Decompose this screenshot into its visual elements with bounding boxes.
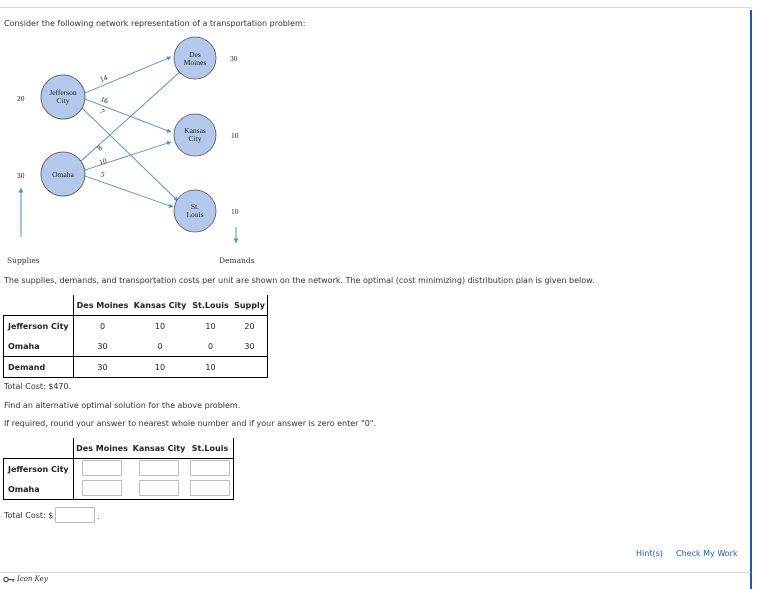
row-label-demand: Demand — [3, 356, 73, 378]
arc-om-kc — [84, 141, 172, 171]
table-cell — [232, 356, 268, 378]
table-cell: 0 — [157, 341, 163, 351]
svg-text:Kansas: Kansas — [184, 126, 206, 135]
table-cell: 30 — [72, 356, 132, 378]
col-header-kansas-city: Kansas City — [133, 300, 187, 310]
table-cell: 10 — [205, 321, 216, 331]
cost-om-sl: 5 — [99, 169, 106, 179]
optimal-plan-table: Des Moines Kansas City St.Louis Supply J… — [3, 295, 268, 378]
arc-jc-dm — [84, 56, 172, 94]
right-accent-bar — [750, 10, 752, 589]
hints-link[interactable]: Hint(s) — [636, 549, 663, 558]
node-des-moines: Des Moines — [173, 36, 217, 80]
svg-text:City: City — [189, 134, 202, 143]
svg-text:Moines: Moines — [184, 58, 207, 67]
col-header-des-moines: Des Moines — [72, 295, 132, 316]
col-header-supply: Supply — [232, 295, 268, 316]
svg-text:Omaha: Omaha — [52, 170, 74, 179]
cost-jc-dm: 14 — [98, 73, 109, 84]
svg-text:St.: St. — [191, 202, 199, 211]
col-header-st-louis: St.Louis — [192, 300, 229, 310]
intro-text: Consider the following network represent… — [4, 19, 306, 28]
table-cell: 20 — [232, 315, 268, 336]
table-cell: 30 — [72, 336, 132, 357]
demand-des-moines: 30 — [230, 54, 238, 63]
arc-om-dm — [79, 69, 183, 163]
bottom-divider — [0, 572, 751, 573]
col-header-des-moines: Des Moines — [72, 438, 131, 459]
network-arcs — [79, 56, 183, 208]
col-header-st-louis: St.Louis — [187, 438, 234, 459]
find-text: Find an alternative optimal solution for… — [4, 401, 241, 410]
node-omaha: Omaha — [40, 151, 86, 197]
jefferson-city-des-moines-input[interactable] — [82, 460, 122, 476]
row-label-omaha: Omaha — [3, 336, 73, 357]
icon-key-label: Icon Key — [17, 575, 48, 583]
cost-jc-sl: 7 — [98, 107, 107, 116]
total-cost-text: Total Cost: $470. — [4, 382, 72, 391]
total-cost-period: . — [97, 512, 100, 521]
svg-text:City: City — [57, 96, 70, 105]
node-st-louis: St. Louis — [173, 189, 217, 233]
svg-text:Des: Des — [189, 50, 201, 59]
icon-key[interactable]: Icon Key — [3, 575, 48, 583]
node-jefferson-city: Jefferson City — [40, 74, 86, 120]
supply-omaha: 30 — [17, 171, 25, 180]
alternative-solution-table: Des Moines Kansas City St.Louis Jefferso… — [3, 438, 234, 500]
total-cost-input-label: Total Cost: $ — [4, 511, 54, 520]
round-instruction-text: If required, round your answer to neares… — [4, 419, 376, 428]
cost-om-dm: 8 — [95, 143, 104, 152]
table-cell: 30 — [232, 336, 268, 357]
supplies-label: Supplies — [7, 256, 40, 265]
demands-label: Demands — [219, 256, 255, 265]
arc-jc-sl — [80, 106, 179, 202]
svg-text:Jefferson: Jefferson — [49, 88, 77, 97]
total-cost-input[interactable] — [55, 507, 95, 523]
description-text: The supplies, demands, and transportatio… — [4, 276, 595, 285]
table-cell: 10 — [205, 362, 216, 372]
supply-jefferson-city: 20 — [17, 94, 25, 103]
arc-jc-kc — [84, 98, 172, 133]
svg-text:Louis: Louis — [186, 210, 203, 219]
jefferson-city-st-louis-input[interactable] — [190, 460, 230, 476]
cost-jc-kc: 16 — [99, 94, 109, 105]
omaha-des-moines-input[interactable] — [82, 480, 122, 496]
row-label-jefferson-city: Jefferson City — [3, 315, 73, 336]
check-my-work-link[interactable]: Check My Work — [676, 549, 738, 558]
jefferson-city-kansas-city-input[interactable] — [139, 460, 179, 476]
omaha-st-louis-input[interactable] — [190, 480, 230, 496]
table-cell: 0 — [207, 341, 214, 351]
arc-om-sl — [84, 175, 174, 208]
demand-kansas-city: 10 — [231, 131, 239, 140]
demand-st-louis: 10 — [231, 207, 239, 216]
cost-om-kc: 10 — [98, 156, 108, 167]
network-diagram: 14 16 7 8 10 5 Jefferson City Omaha Des … — [17, 36, 239, 244]
table-cell: 0 — [72, 315, 132, 336]
col-header-kansas-city: Kansas City — [132, 443, 186, 453]
table-cell: 10 — [154, 321, 166, 331]
omaha-kansas-city-input[interactable] — [139, 480, 179, 496]
row-label-omaha: Omaha — [3, 479, 73, 500]
row-label-jefferson-city: Jefferson City — [3, 458, 73, 479]
top-divider — [0, 7, 751, 8]
table-cell: 10 — [154, 362, 166, 372]
node-kansas-city: Kansas City — [173, 113, 217, 157]
key-icon — [3, 576, 15, 582]
